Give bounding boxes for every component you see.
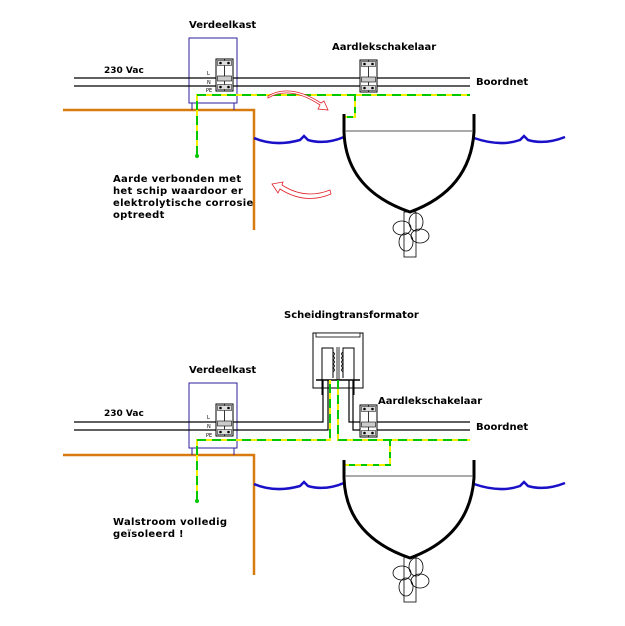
water-surface-right <box>473 134 566 145</box>
terminal-pe-label: PE <box>206 88 212 94</box>
propeller <box>392 211 430 258</box>
rcd-label: Aardlekschakelaar <box>378 396 482 407</box>
onboard-grid-label: Boordnet <box>476 77 528 88</box>
terminal-l-label: L <box>207 71 210 77</box>
earth-to-hull <box>344 440 391 466</box>
neutral-wire <box>74 380 329 431</box>
terminal-pe-label: PE <box>206 433 212 439</box>
corrosion-note-line: elektrolytische corrosie <box>113 198 254 209</box>
propeller <box>392 556 430 603</box>
terminal-n-label: N <box>207 80 211 86</box>
distribution-box <box>188 37 238 104</box>
isolation-note-line: geïsoleerd ! <box>113 529 184 540</box>
top-diagram: Verdeelkast 230 Vac L N PE Aardlekschake… <box>63 20 566 258</box>
terminal-l-label: L <box>207 415 210 421</box>
distribution-box <box>188 382 238 449</box>
water-surface-left <box>253 134 345 145</box>
secondary-live-wire <box>348 380 470 423</box>
earth-wire <box>196 94 470 155</box>
water-surface-left <box>253 480 345 491</box>
quay-wall <box>63 108 256 230</box>
current-arrow-from-ship <box>271 181 332 199</box>
corrosion-note-line: Aarde verbonden met <box>113 174 241 185</box>
rcd-label: Aardlekschakelaar <box>332 42 436 53</box>
corrosion-note-line: het schip waardoor er <box>113 186 243 197</box>
supply-voltage-label: 230 Vac <box>104 409 144 419</box>
earth-to-hull <box>344 95 356 118</box>
onboard-grid-label: Boordnet <box>476 422 528 433</box>
distribution-box-label: Verdeelkast <box>189 365 256 376</box>
onboard-earth-wire <box>337 380 470 441</box>
secondary-neutral-wire <box>352 380 470 431</box>
corrosion-note-line: optreedt <box>113 210 165 221</box>
ship-hull <box>342 114 476 214</box>
water-surface-right <box>473 480 566 491</box>
isolation-note: Walstroom volledig geïsoleerd ! <box>113 517 231 540</box>
transformer-label: Scheidingtransformator <box>284 310 419 321</box>
current-arrow-to-ship <box>267 90 329 111</box>
rcd-breaker <box>359 59 378 93</box>
supply-voltage-label: 230 Vac <box>104 66 144 76</box>
corrosion-note: Aarde verbonden met het schip waardoor e… <box>113 174 257 221</box>
distribution-box-label: Verdeelkast <box>189 20 256 31</box>
bottom-diagram: Verdeelkast Scheidingtransformator 230 V… <box>63 310 566 603</box>
rcd-breaker <box>359 404 378 438</box>
main-breaker <box>215 403 234 437</box>
isolation-note-line: Walstroom volledig <box>113 517 227 528</box>
ship-hull <box>342 460 476 560</box>
quay-wall <box>63 453 256 575</box>
terminal-n-label: N <box>207 424 211 430</box>
live-wire <box>74 380 324 423</box>
main-breaker <box>215 58 234 92</box>
